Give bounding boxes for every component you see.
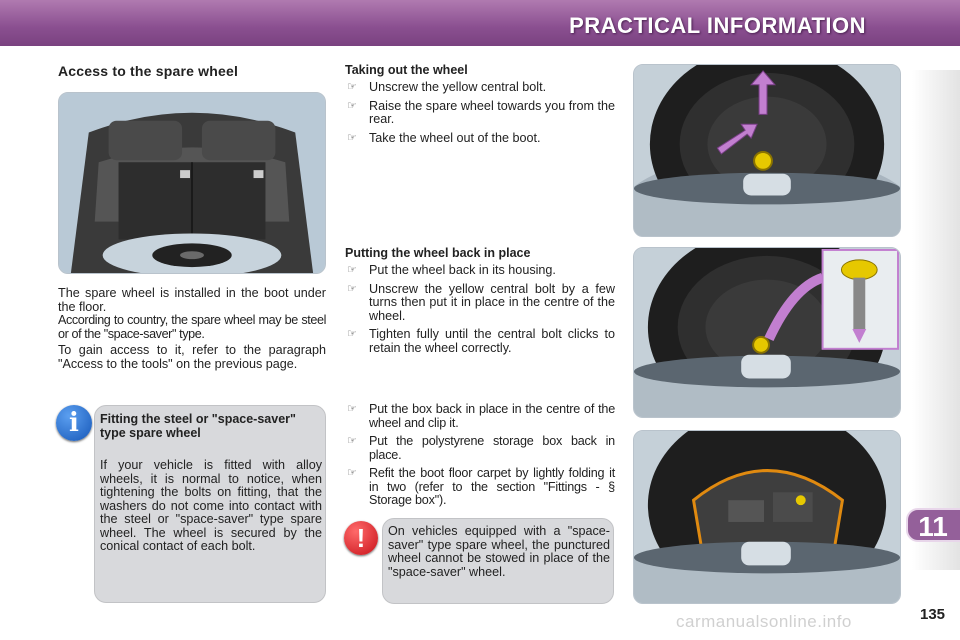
pointing-hand-icon: ☞ [347, 467, 357, 479]
header-title: PRACTICAL INFORMATION [569, 13, 866, 38]
putting-back-list: ☞Put the wheel back in its housing. ☞Uns… [345, 263, 615, 360]
list-item: ☞Put the polystyrene storage box back in… [347, 434, 615, 462]
info-box [94, 405, 326, 603]
list-item: ☞Refit the boot floor carpet by lightly … [347, 466, 615, 507]
intro-paragraph-1: The spare wheel is installed in the boot… [58, 286, 326, 314]
storage-box-photo [633, 430, 901, 604]
info-title: Fitting the steel or "space-saver" type … [100, 412, 296, 440]
taking-out-list: ☞Unscrew the yellow central bolt. ☞Raise… [345, 80, 615, 150]
boot-photo [58, 92, 326, 274]
side-tab [912, 70, 960, 570]
pointing-hand-icon: ☞ [347, 435, 357, 447]
wheel-photo-refit [633, 247, 901, 418]
wheel-photo-bolt [633, 64, 901, 237]
chapter-badge: 11 [906, 508, 960, 542]
page-number: 135 [920, 606, 946, 623]
pointing-hand-icon: ☞ [347, 282, 357, 295]
page-header: PRACTICAL INFORMATION [0, 0, 960, 46]
taking-out-title: Taking out the wheel [345, 63, 468, 77]
section-title: Access to the spare wheel [58, 63, 239, 79]
final-steps-list: ☞Put the box back in place in the centre… [345, 402, 615, 513]
list-item: ☞Tighten fully until the central bolt cl… [347, 327, 615, 355]
pointing-hand-icon: ☞ [347, 328, 357, 340]
intro-paragraph-2: According to country, the spare wheel ma… [58, 313, 326, 341]
pointing-hand-icon: ☞ [347, 131, 357, 144]
info-body: If your vehicle is fitted with alloy whe… [100, 458, 322, 553]
pointing-hand-icon: ☞ [347, 403, 357, 415]
putting-back-title: Putting the wheel back in place [345, 246, 531, 260]
info-icon: i [56, 405, 92, 441]
list-item: ☞Unscrew the yellow central bolt. [347, 80, 547, 94]
pointing-hand-icon: ☞ [347, 81, 357, 93]
list-item: ☞Unscrew the yellow central bolt by a fe… [347, 281, 615, 323]
pointing-hand-icon: ☞ [347, 99, 357, 112]
warning-body: On vehicles equipped with a "space-saver… [388, 524, 610, 579]
warning-box [382, 518, 614, 604]
list-item: ☞Take the wheel out of the boot. [347, 130, 541, 145]
warning-icon: ! [344, 521, 378, 555]
list-item: ☞Raise the spare wheel towards you from … [347, 98, 615, 126]
pointing-hand-icon: ☞ [347, 264, 357, 276]
list-item: ☞Put the wheel back in its housing. [347, 263, 556, 277]
intro-paragraph-3: To gain access to it, refer to the parag… [58, 343, 326, 371]
watermark: carmanualsonline.info [676, 612, 852, 631]
list-item: ☞Put the box back in place in the centre… [347, 402, 615, 430]
